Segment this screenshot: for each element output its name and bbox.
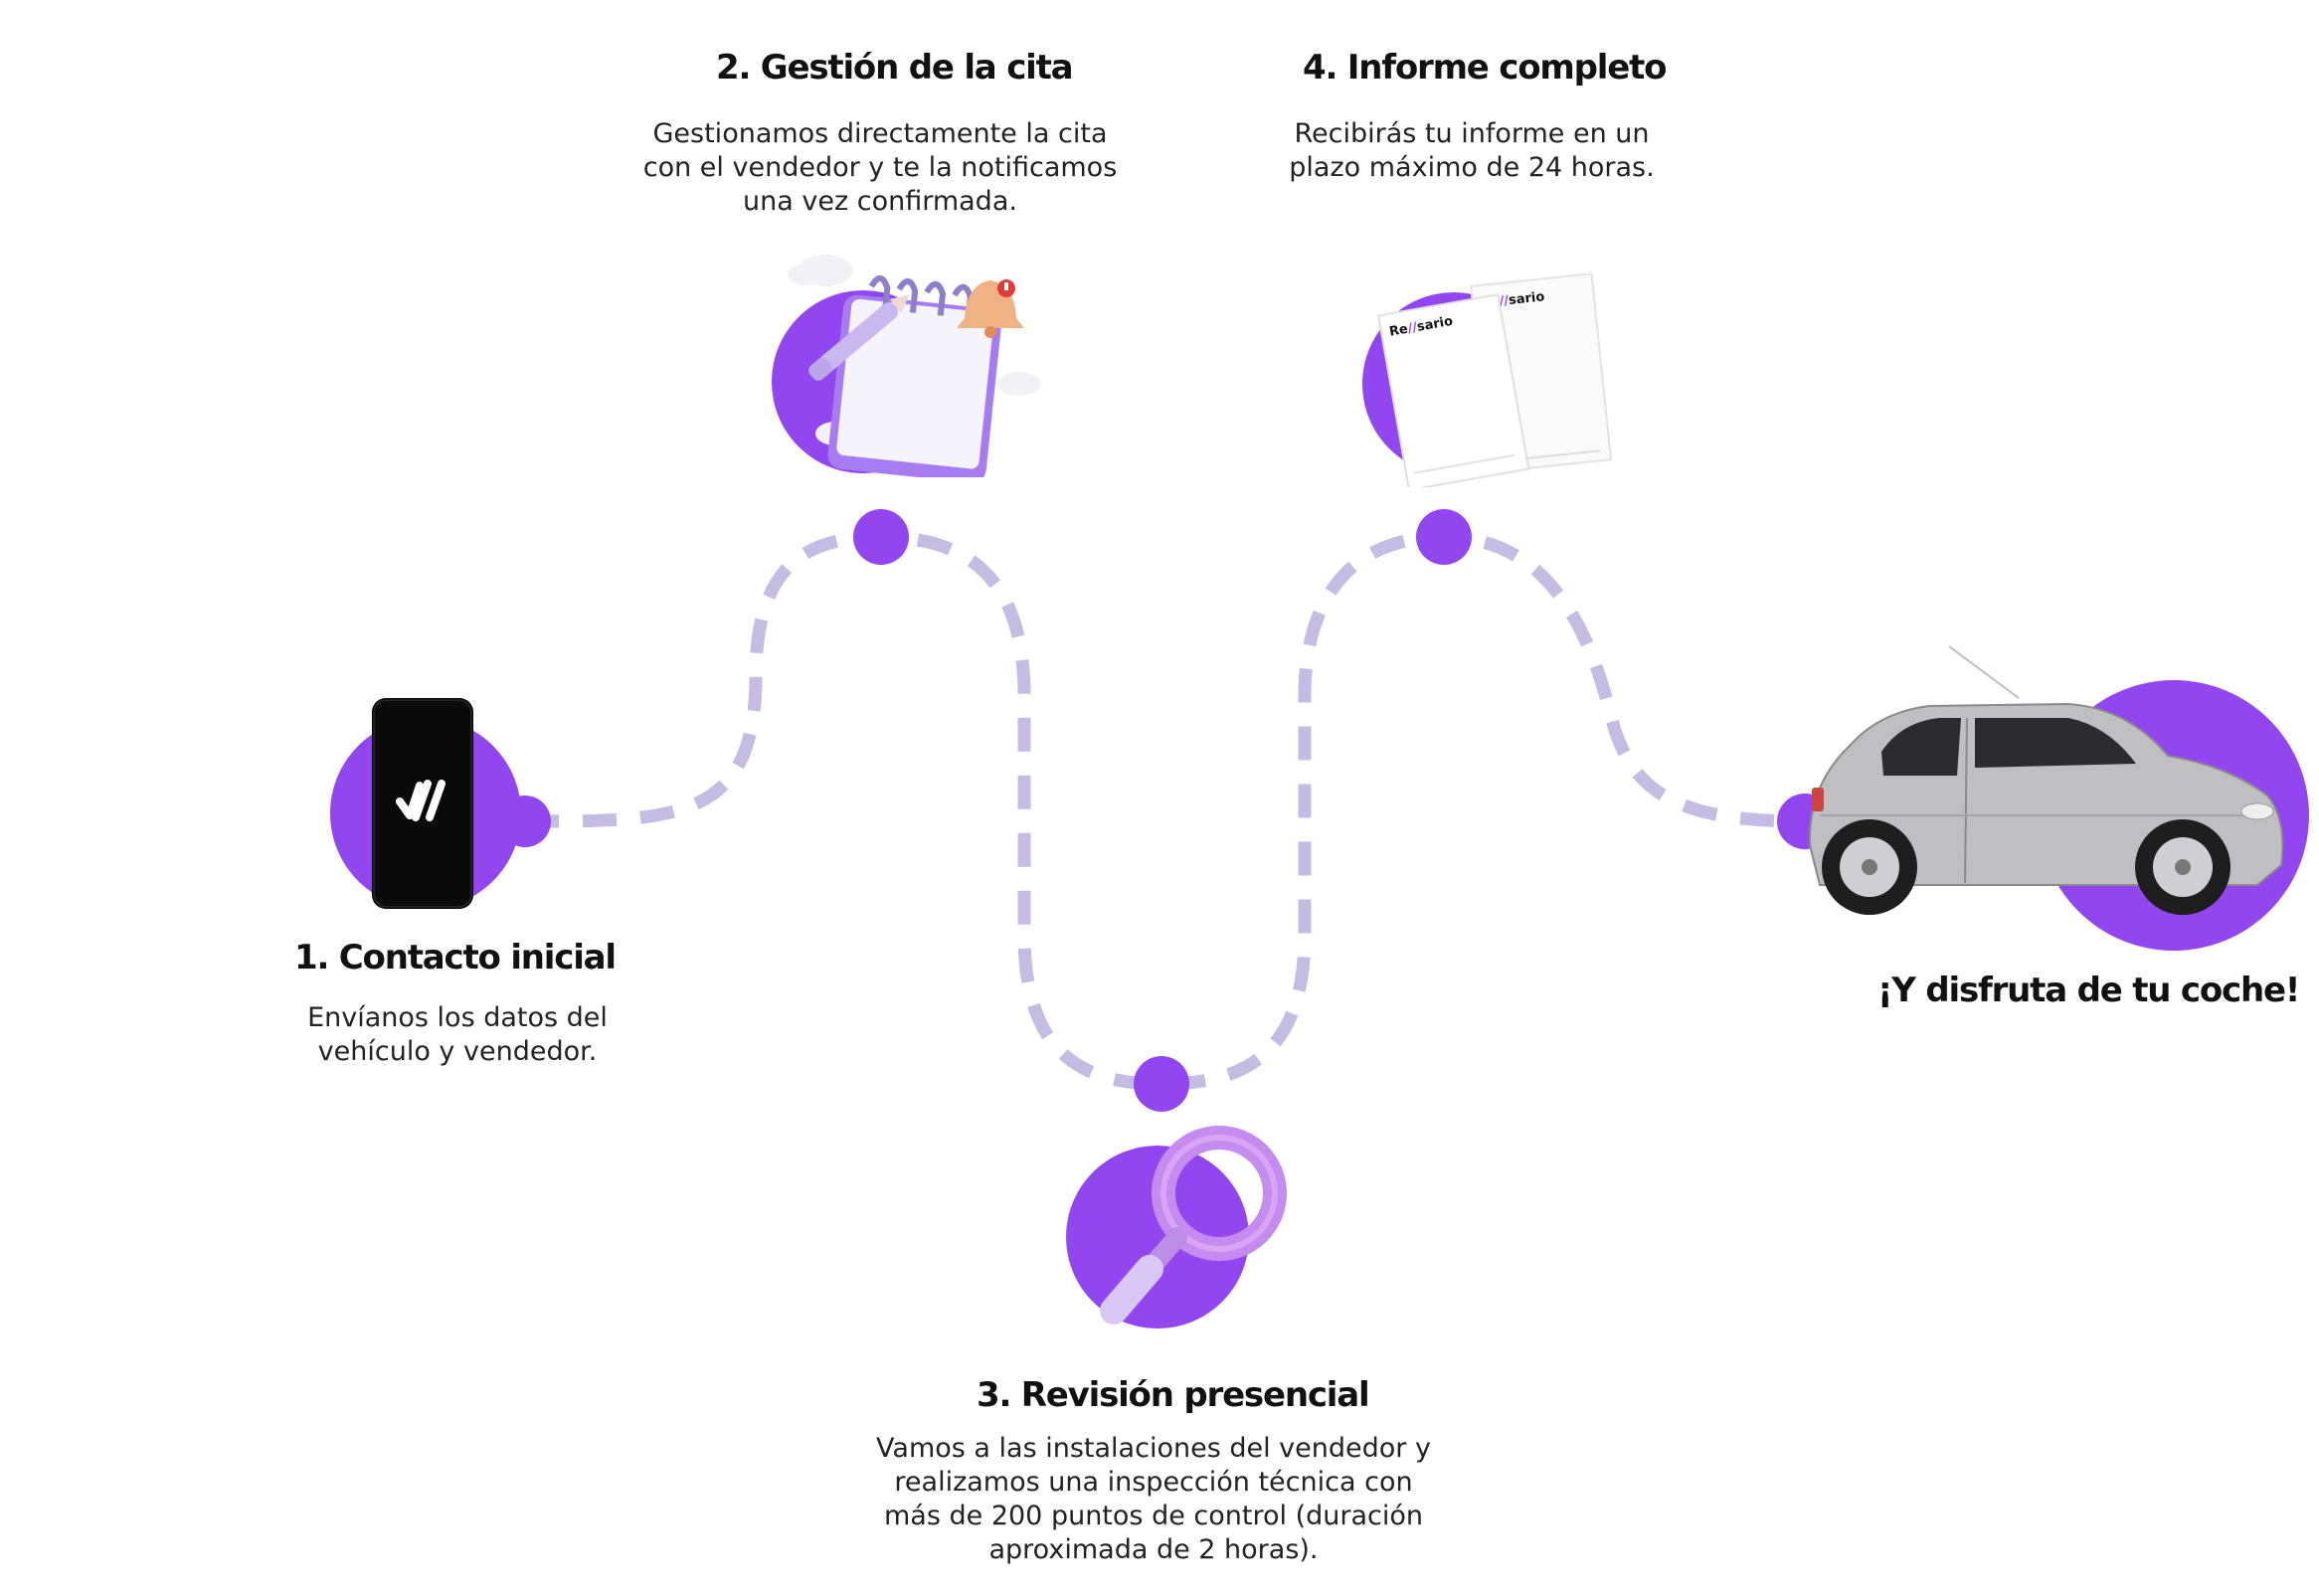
desc-line: vehículo y vendedor. [259, 1035, 656, 1069]
step-2-description: Gestionamos directamente la cita con el … [597, 117, 1163, 219]
notepad-bell-icon [746, 249, 1054, 477]
desc-line: Recibirás tu informe en un [1203, 117, 1740, 151]
smartphone-icon [318, 686, 537, 925]
step-1-title: 1. Contacto inicial [294, 938, 616, 977]
step-3-title: 3. Revisión presencial [977, 1375, 1368, 1415]
node-dot-4 [1416, 509, 1472, 565]
node-dot-2 [853, 509, 909, 565]
dashed-connector [525, 537, 1805, 1084]
magnifier-icon [1058, 1114, 1317, 1342]
desc-line: una vez confirmada. [597, 185, 1163, 219]
desc-line: Envíanos los datos del [259, 1001, 656, 1035]
final-title: ¡Y disfruta de tu coche! [1877, 971, 2299, 1010]
desc-line: más de 200 puntos de control (duración [845, 1500, 1462, 1533]
desc-line: plazo máximo de 24 horas. [1203, 151, 1740, 185]
step-2-title: 2. Gestión de la cita [716, 48, 1072, 88]
desc-line: Vamos a las instalaciones del vendedor y [845, 1432, 1462, 1466]
step-4-description: Recibirás tu informe en un plazo máximo … [1203, 117, 1740, 185]
desc-line: realizamos una inspección técnica con [845, 1466, 1462, 1500]
desc-line: aproximada de 2 horas). [845, 1533, 1462, 1567]
car-icon [1790, 636, 2317, 965]
desc-line: con el vendedor y te la notificamos [597, 151, 1163, 185]
node-dot-3 [1134, 1056, 1189, 1112]
step-1-description: Envíanos los datos del vehículo y vended… [259, 1001, 656, 1069]
step-4-title: 4. Informe completo [1303, 48, 1666, 88]
step-3-description: Vamos a las instalaciones del vendedor y… [845, 1432, 1462, 1567]
desc-line: Gestionamos directamente la cita [597, 117, 1163, 151]
report-documents-icon: Re//sario Re//sario [1352, 259, 1631, 487]
